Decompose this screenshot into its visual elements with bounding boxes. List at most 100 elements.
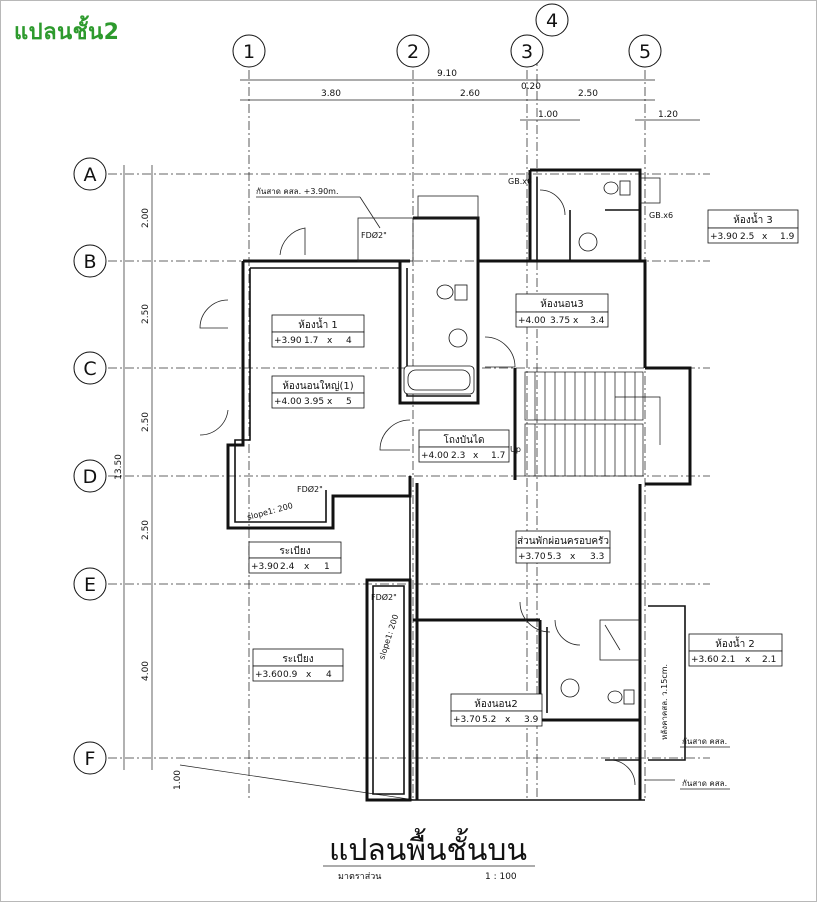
room-name: โถงบันได xyxy=(443,433,484,446)
room-times: x xyxy=(745,655,751,665)
room-level: +4.00 xyxy=(274,397,302,407)
annotations: กันสาด คสล. +3.90m. GB.x6 GB.x6 FDØ2" FD… xyxy=(246,177,730,790)
room-level: +3.70 xyxy=(453,715,481,725)
room-width: 5.3 xyxy=(547,552,561,562)
column-label: 2 xyxy=(407,41,419,63)
room-depth: 2.1 xyxy=(762,655,776,665)
room-depth: 1.9 xyxy=(780,232,795,242)
room-name: ห้องนอนใหญ่(1) xyxy=(282,380,353,392)
room-width: 1.7 xyxy=(304,336,318,346)
note-parapet-1: กันสาด คสล. xyxy=(682,737,727,746)
room-level: +3.90 xyxy=(251,562,279,572)
note-roof-eave: หลังคาคสล. ว.15cm. xyxy=(660,664,669,740)
scale-label: มาตราส่วน xyxy=(338,872,381,882)
note-parapet-2: กันสาด คสล. xyxy=(682,779,727,788)
drawing-title: แปลนพื้นชั้นบน xyxy=(329,828,527,868)
room-label-balcony-2: ระเบียง +3.60 0.9 x 4 xyxy=(252,648,344,682)
room-width: 3.95 xyxy=(304,397,324,407)
dim-top-sub: 1.20 xyxy=(658,110,678,120)
stair-up-label: Up xyxy=(510,445,521,454)
room-depth: 5 xyxy=(346,397,352,407)
room-depth: 1.7 xyxy=(491,451,505,461)
room-name: ห้องนอน3 xyxy=(540,298,584,310)
dim-top: 2.50 xyxy=(578,89,598,99)
note-floor-drain-3: FDØ2" xyxy=(371,592,397,602)
dim-left: 2.50 xyxy=(141,520,151,540)
room-depth: 3.9 xyxy=(524,715,539,725)
room-label-family-area: ส่วนพักผ่อนครอบครัว +3.70 5.3 x 3.3 xyxy=(515,530,611,564)
room-times: x xyxy=(327,336,333,346)
room-label-bath3: ห้องน้ำ 3 +3.90 2.5 x 1.9 xyxy=(707,209,799,244)
row-label: B xyxy=(83,251,96,273)
room-label-bedroom3: ห้องนอน3 +4.00 3.75 x 3.4 xyxy=(515,293,609,328)
room-label-stair-hall: โถงบันได +4.00 2.3 x 1.7 xyxy=(418,429,510,463)
room-depth: 3.3 xyxy=(590,552,604,562)
room-width: 3.75 xyxy=(550,316,570,326)
column-bubbles: 1 2 3 4 5 xyxy=(232,3,662,68)
room-label-bedroom2: ห้องนอน2 +3.70 5.2 x 3.9 xyxy=(450,693,543,727)
drawing-title-block: แปลนพื้นชั้นบน มาตราส่วน 1 : 100 xyxy=(323,828,535,882)
room-level: +3.90 xyxy=(710,232,738,242)
room-width: 5.2 xyxy=(482,715,496,725)
room-level: +4.00 xyxy=(518,316,546,326)
dim-top-sub: 1.00 xyxy=(538,110,558,120)
room-level: +4.00 xyxy=(421,451,449,461)
dim-top-total: 9.10 xyxy=(437,69,457,79)
note-floor-drain-1: FDØ2" xyxy=(361,230,387,240)
note-slope-2: slope1: 200 xyxy=(377,613,400,660)
fixtures xyxy=(403,180,635,705)
column-label: 3 xyxy=(521,41,533,63)
room-times: x xyxy=(762,232,768,242)
room-width: 2.3 xyxy=(451,451,465,461)
corner-title: แปลนชั้น2 xyxy=(14,20,120,45)
note-slope-1: slope1: 200 xyxy=(246,501,294,522)
room-name: ระเบียง xyxy=(282,653,313,665)
room-depth: 1 xyxy=(324,562,330,572)
row-label: C xyxy=(83,358,96,380)
note-gb-1: GB.x6 xyxy=(508,177,532,186)
room-depth: 3.4 xyxy=(590,316,605,326)
room-name: ระเบียง xyxy=(279,545,310,557)
room-times: x xyxy=(570,552,576,562)
column-label: 4 xyxy=(546,10,558,32)
room-level: +3.60 xyxy=(255,670,283,680)
column-label: 5 xyxy=(639,41,651,63)
room-times: x xyxy=(505,715,511,725)
room-times: x xyxy=(327,397,333,407)
row-label: D xyxy=(83,466,98,488)
room-width: 2.5 xyxy=(740,232,754,242)
dim-top: 3.80 xyxy=(321,89,341,99)
dim-left: 2.50 xyxy=(141,304,151,324)
room-label-bath2: ห้องน้ำ 2 +3.60 2.1 x 2.1 xyxy=(688,633,783,667)
room-label-master-bedroom: ห้องนอนใหญ่(1) +4.00 3.95 x 5 xyxy=(271,375,365,409)
dim-left-total: 13.50 xyxy=(114,454,124,480)
room-depth: 4 xyxy=(346,336,352,346)
dim-top: 2.60 xyxy=(460,89,480,99)
note-parapet-top: กันสาด คสล. +3.90m. xyxy=(256,187,339,196)
dim-left: 2.00 xyxy=(141,208,151,228)
top-dimensions: 9.10 3.80 2.60 0.20 2.50 1.00 1.20 xyxy=(240,69,700,121)
walls xyxy=(226,168,692,802)
room-name: ห้องนอน2 xyxy=(474,698,518,710)
room-times: x xyxy=(306,670,312,680)
row-label: A xyxy=(84,164,97,186)
column-label: 1 xyxy=(243,41,255,63)
room-width: 2.1 xyxy=(721,655,735,665)
room-times: x xyxy=(304,562,310,572)
doors xyxy=(199,189,636,786)
room-label-bath1: ห้องน้ำ 1 +3.90 1.7 x 4 xyxy=(271,314,365,348)
room-level: +3.70 xyxy=(518,552,546,562)
room-name: ส่วนพักผ่อนครอบครัว xyxy=(517,536,609,547)
room-depth: 4 xyxy=(326,670,332,680)
room-width: 2.4 xyxy=(280,562,295,572)
dim-top: 0.20 xyxy=(521,82,541,92)
row-label: E xyxy=(84,574,96,596)
room-name: ห้องน้ำ 2 xyxy=(715,636,754,650)
room-width: 0.9 xyxy=(283,670,298,680)
dim-left: 4.00 xyxy=(141,661,151,681)
dim-left: 1.00 xyxy=(173,770,183,790)
row-bubbles: A B C D E F xyxy=(73,157,107,775)
room-name: ห้องน้ำ 3 xyxy=(733,212,772,226)
dim-left: 2.50 xyxy=(141,412,151,432)
